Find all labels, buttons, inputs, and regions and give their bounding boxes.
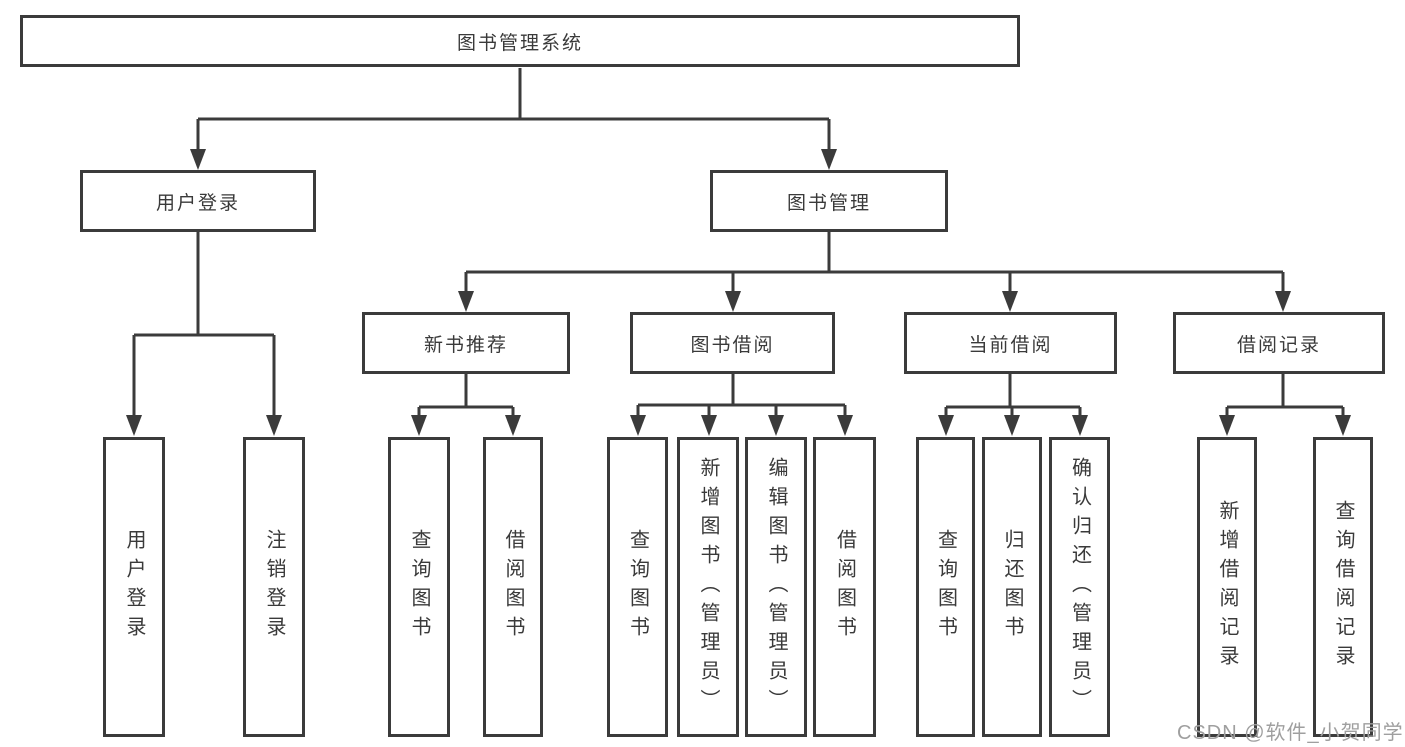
edge-root-level2 (196, 68, 831, 151)
leaf-add-books-admin-label: 新增图书（管理员） (697, 456, 719, 718)
node-new-book-recommend-label: 新书推荐 (423, 334, 508, 356)
arrow-icon (821, 149, 837, 170)
node-current-borrow: 当前借阅 (904, 312, 1117, 374)
arrow-icon (458, 291, 474, 312)
arrow-icon (630, 415, 646, 436)
node-borrow-records-label: 借阅记录 (1236, 334, 1321, 356)
edge-user-login-leaves (132, 232, 276, 416)
leaf-query-borrow-record-label: 查询借阅记录 (1332, 500, 1354, 674)
node-book-borrow: 图书借阅 (630, 312, 835, 374)
leaf-add-books-admin: 新增图书（管理员） (677, 437, 739, 737)
arrow-icon (1004, 415, 1020, 436)
leaf-logout: 注销登录 (243, 437, 305, 737)
edge-new-book-leaves (417, 374, 515, 416)
leaf-add-borrow-record-label: 新增借阅记录 (1216, 500, 1238, 674)
node-book-management-label: 图书管理 (786, 192, 871, 214)
arrow-icon (190, 149, 206, 170)
arrow-icon (1072, 415, 1088, 436)
leaf-user-login-label: 用户登录 (123, 529, 145, 645)
edge-current-borrow-leaves (944, 374, 1082, 416)
leaf-query-books-2: 查询图书 (607, 437, 668, 737)
arrow-icon (266, 415, 282, 436)
leaf-confirm-return-admin-label: 确认归还（管理员） (1068, 456, 1091, 718)
arrow-icon (837, 415, 853, 436)
arrow-icon (1219, 415, 1235, 436)
node-user-login-label: 用户登录 (155, 192, 240, 214)
leaf-edit-books-admin: 编辑图书（管理员） (745, 437, 807, 737)
leaf-query-books-3: 查询图书 (916, 437, 975, 737)
leaf-return-books: 归还图书 (982, 437, 1042, 737)
leaf-query-books-1-label: 查询图书 (408, 529, 430, 645)
leaf-logout-label: 注销登录 (263, 529, 285, 645)
arrow-icon (701, 415, 717, 436)
leaf-borrow-books-1-label: 借阅图书 (502, 529, 524, 645)
leaf-query-borrow-record: 查询借阅记录 (1313, 437, 1373, 737)
node-book-management: 图书管理 (710, 170, 948, 232)
arrow-icon (126, 415, 142, 436)
edge-book-borrow-leaves (636, 374, 847, 416)
leaf-edit-books-admin-label: 编辑图书（管理员） (765, 456, 787, 718)
leaf-user-login: 用户登录 (103, 437, 165, 737)
node-book-borrow-label: 图书借阅 (690, 334, 775, 356)
leaf-return-books-label: 归还图书 (1001, 529, 1023, 645)
arrow-icon (725, 291, 741, 312)
node-root-label: 图书管理系统 (456, 32, 583, 54)
leaf-query-books-1: 查询图书 (388, 437, 450, 737)
leaf-borrow-books-2: 借阅图书 (813, 437, 876, 737)
arrow-icon (411, 415, 427, 436)
leaf-borrow-books-1: 借阅图书 (483, 437, 543, 737)
arrow-icon (1002, 291, 1018, 312)
arrow-icon (938, 415, 954, 436)
leaf-confirm-return-admin: 确认归还（管理员） (1049, 437, 1110, 737)
node-new-book-recommend: 新书推荐 (362, 312, 570, 374)
leaf-query-books-2-label: 查询图书 (626, 529, 649, 645)
edge-book-mgmt-level3 (464, 232, 1285, 292)
node-current-borrow-label: 当前借阅 (968, 334, 1053, 356)
arrow-icon (1335, 415, 1351, 436)
node-user-login: 用户登录 (80, 170, 316, 232)
arrow-icon (505, 415, 521, 436)
leaf-borrow-books-2-label: 借阅图书 (833, 529, 856, 645)
arrow-icon (1275, 291, 1291, 312)
leaf-query-books-3-label: 查询图书 (934, 529, 957, 645)
leaf-add-borrow-record: 新增借阅记录 (1197, 437, 1257, 737)
node-root: 图书管理系统 (20, 15, 1020, 67)
node-borrow-records: 借阅记录 (1173, 312, 1385, 374)
csdn-watermark: CSDN @软件_小贺同学 (1177, 722, 1404, 744)
arrow-icon (768, 415, 784, 436)
edge-borrow-records-leaves (1225, 374, 1345, 416)
